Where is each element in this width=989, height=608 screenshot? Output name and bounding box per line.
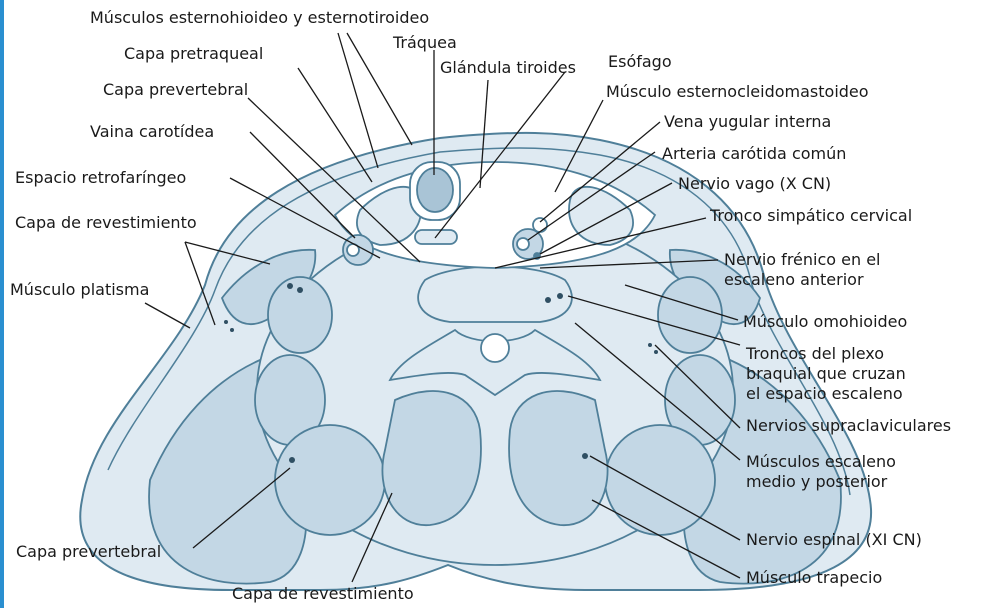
label-frenico-1: Nervio frénico en el — [724, 250, 881, 270]
trachea-lumen — [417, 168, 453, 212]
label-supraclaviculares: Nervios supraclaviculares — [746, 416, 951, 436]
label-trapecio: Músculo trapecio — [746, 568, 882, 588]
carotid-artery-right — [517, 238, 529, 250]
label-platisma: Músculo platisma — [10, 280, 149, 300]
label-glandula: Glándula tiroides — [440, 58, 576, 78]
label-vaina: Vaina carotídea — [90, 122, 214, 142]
label-escalenos-1: Músculos escaleno — [746, 452, 896, 472]
label-ecm: Músculo esternocleidomastoideo — [606, 82, 869, 102]
supraclavicular-dot-2 — [230, 328, 234, 332]
label-plexo-3: el espacio escaleno — [746, 384, 903, 404]
label-espinal: Nervio espinal (XI CN) — [746, 530, 922, 550]
spinal-nerve-dot-left — [289, 457, 295, 463]
label-frenico-2: escaleno anterior — [724, 270, 864, 290]
label-pretraqueal: Capa pretraqueal — [124, 44, 263, 64]
brachial-plexus-dot-2 — [557, 293, 563, 299]
label-plexo-1: Troncos del plexo — [746, 344, 884, 364]
spinal-canal — [481, 334, 509, 362]
brachial-plexus-dot-4 — [297, 287, 303, 293]
label-simpatico: Tronco simpático cervical — [710, 206, 912, 226]
brachial-plexus-dot-1 — [545, 297, 551, 303]
supraclavicular-dot-4 — [654, 350, 658, 354]
label-vago: Nervio vago (X CN) — [678, 174, 831, 194]
deep-muscle-left — [275, 425, 385, 535]
label-carotida: Arteria carótida común — [662, 144, 846, 164]
label-plexo-2: braquial que cruzan — [746, 364, 906, 384]
label-escalenos-2: medio y posterior — [746, 472, 887, 492]
label-prevertebral-top: Capa prevertebral — [103, 80, 248, 100]
back-muscle-left — [382, 391, 481, 525]
label-yugular: Vena yugular interna — [664, 112, 831, 132]
jugular-right — [533, 218, 547, 232]
label-prevertebral-bottom: Capa prevertebral — [16, 542, 161, 562]
vertebral-body — [418, 267, 572, 323]
label-esternohioideo: Músculos esternohioideo y esternotiroide… — [90, 8, 429, 28]
label-esofago: Esófago — [608, 52, 672, 72]
brachial-plexus-dot-3 — [287, 283, 293, 289]
label-omohioideo: Músculo omohioideo — [743, 312, 907, 332]
label-traquea: Tráquea — [393, 33, 457, 53]
deep-muscle-right — [605, 425, 715, 535]
supraclavicular-dot-1 — [224, 320, 228, 324]
label-retrofaringeo: Espacio retrofaríngeo — [15, 168, 186, 188]
leader-platisma — [145, 303, 190, 328]
leader-esternohioideo-1 — [338, 33, 378, 168]
spinal-nerve-dot — [582, 453, 588, 459]
supraclavicular-dot-3 — [648, 343, 652, 347]
scalene-right — [658, 277, 722, 353]
label-revestimiento-bottom: Capa de revestimiento — [232, 584, 414, 604]
label-revestimiento-top: Capa de revestimiento — [15, 213, 197, 233]
